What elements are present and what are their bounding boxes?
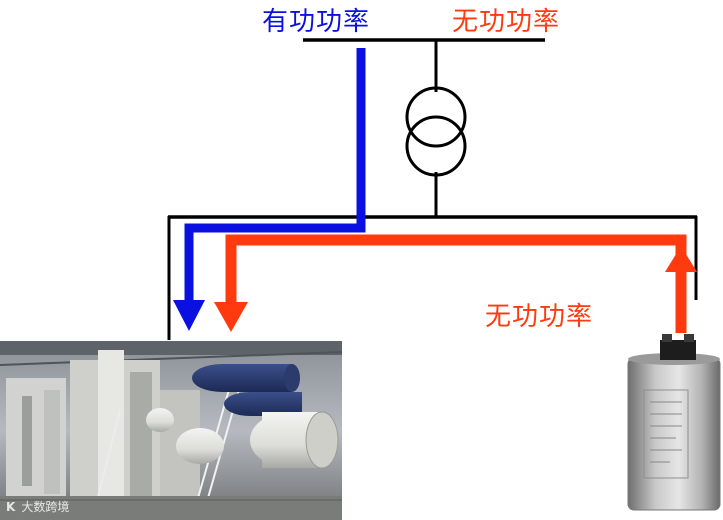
active-power-top-label: 有功功率	[262, 7, 371, 37]
watermark: K 大数跨境	[6, 498, 69, 515]
transformer-symbol-icon	[405, 86, 467, 177]
active-power-flow-arrow	[173, 48, 366, 331]
reactive-power-top-label: 无功功率	[452, 7, 561, 37]
watermark-mark: K	[6, 500, 16, 514]
reactive-power-flow-arrow	[214, 234, 697, 333]
capacitor-bank-image	[627, 334, 721, 511]
paper-machine-photo	[0, 341, 343, 520]
watermark-text: 大数跨境	[21, 500, 70, 514]
reactive-power-right-label: 无功功率	[485, 302, 594, 332]
